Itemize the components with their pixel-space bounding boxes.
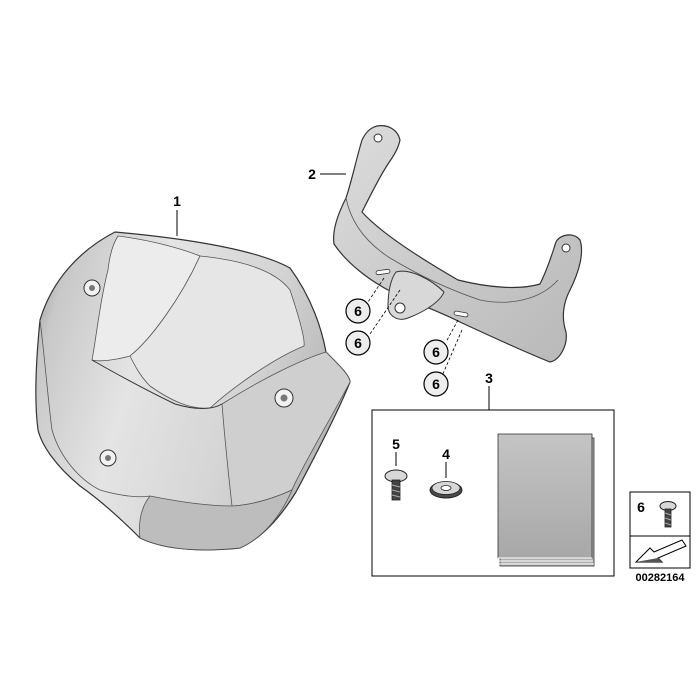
callout-circle <box>345 298 371 324</box>
screw-icon <box>659 501 677 528</box>
callout-group: 6 6 6 6 <box>345 277 463 397</box>
screw-icon <box>384 469 408 501</box>
hole-icon <box>373 133 383 143</box>
callout-6: 6 <box>354 335 362 351</box>
legend-panel: 6 00282164 <box>629 491 691 584</box>
bracket-part <box>333 125 583 363</box>
hole-icon <box>561 243 571 253</box>
diagram-id: 00282164 <box>636 572 686 584</box>
kit-box <box>371 409 615 577</box>
washer-icon <box>429 481 463 499</box>
callout-circle <box>423 339 449 365</box>
label-4: 4 <box>442 446 450 462</box>
label-3: 3 <box>485 370 493 386</box>
callout-6: 6 <box>432 344 440 360</box>
callout-6: 6 <box>432 376 440 392</box>
arrow-icon <box>634 539 687 563</box>
label-5: 5 <box>392 436 400 452</box>
booklet-icon <box>497 433 595 567</box>
label-2: 2 <box>308 166 316 182</box>
windshield-part <box>35 231 351 551</box>
label-1: 1 <box>173 193 181 209</box>
callout-circle <box>345 330 371 356</box>
callout-circle <box>423 371 449 397</box>
callout-6: 6 <box>354 303 362 319</box>
legend-label-6: 6 <box>637 499 645 515</box>
